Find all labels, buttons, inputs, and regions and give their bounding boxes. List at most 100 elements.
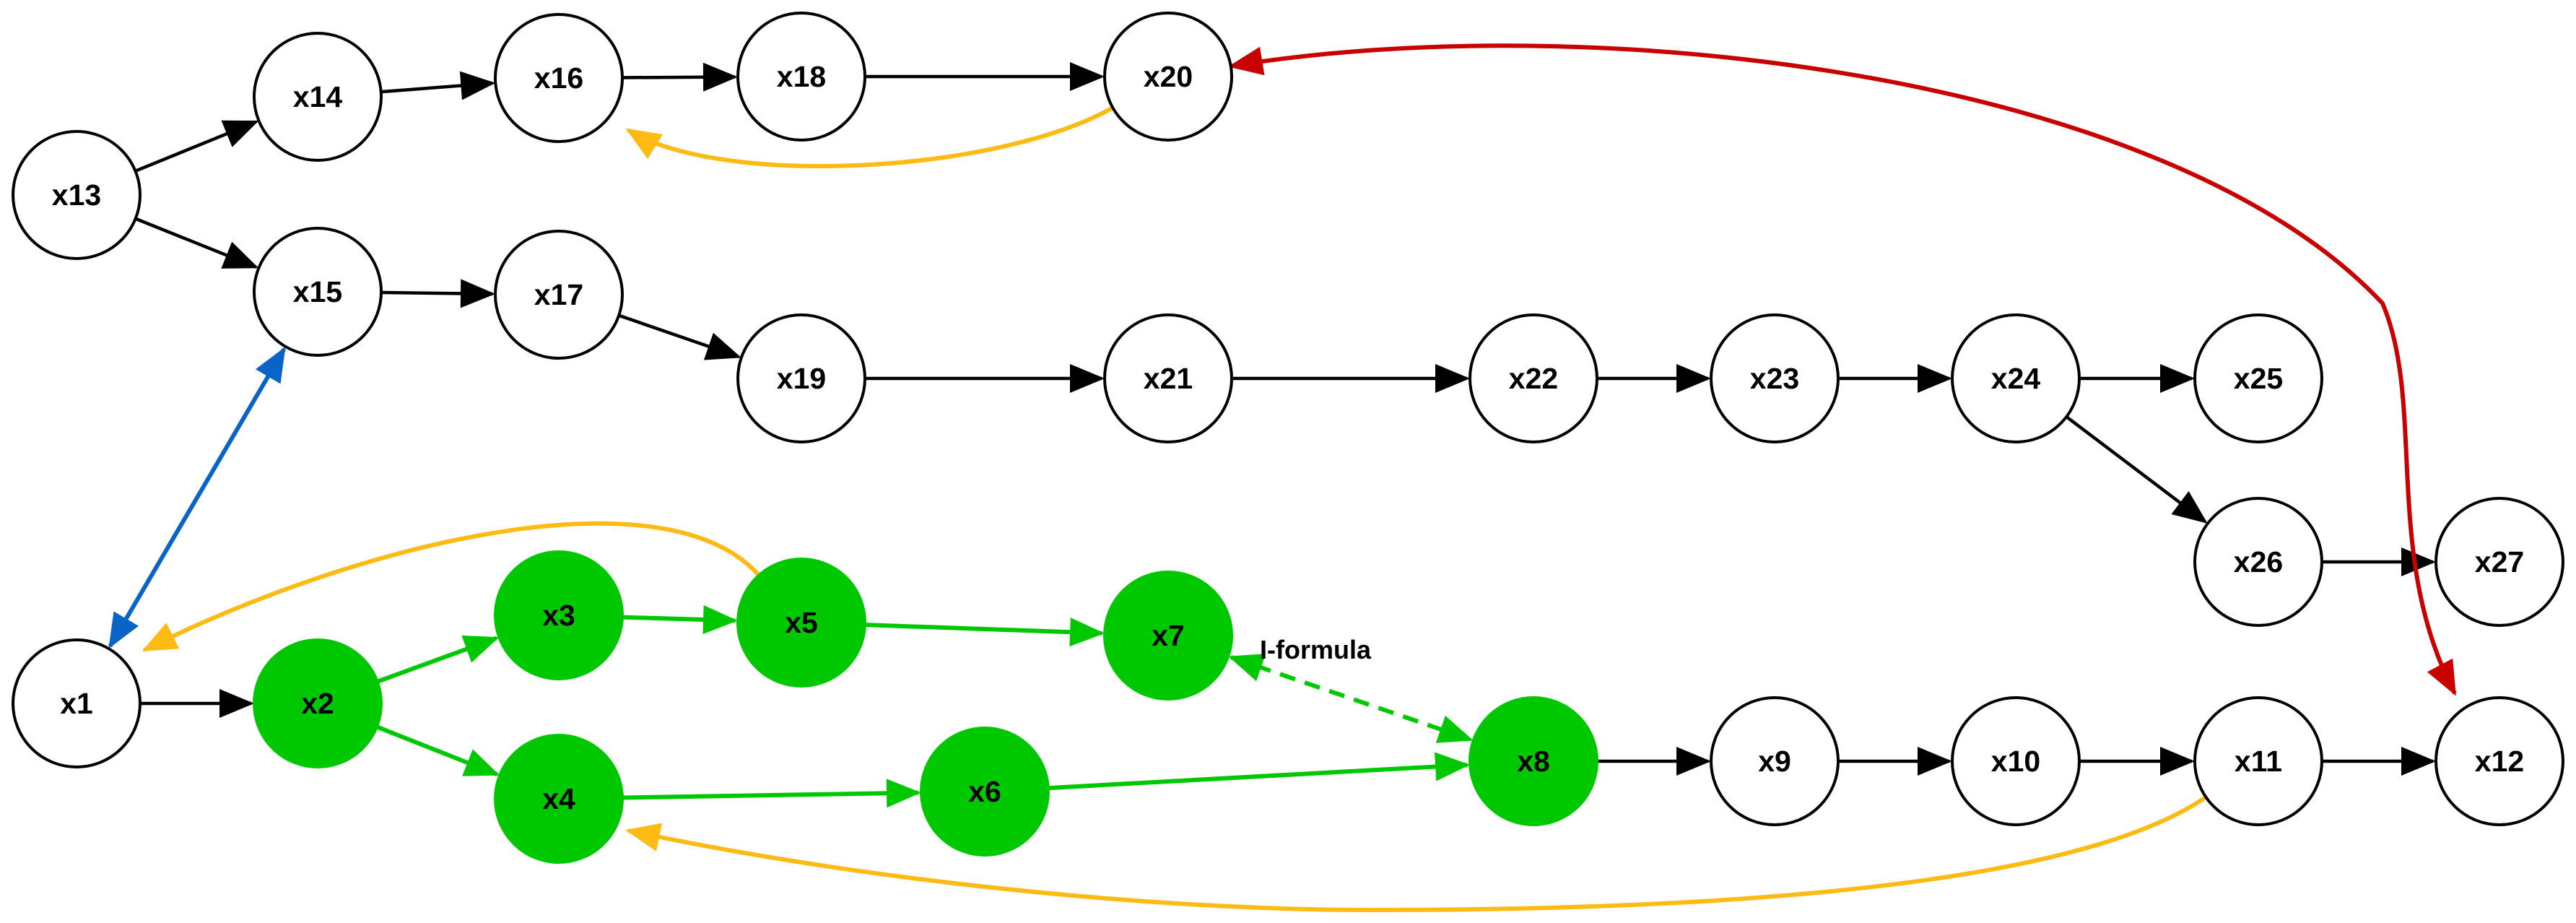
node-label: x16 <box>534 61 583 95</box>
node-label: x27 <box>2475 545 2524 578</box>
node-circle <box>2434 497 2564 627</box>
node-label: x6 <box>968 775 1001 808</box>
node-circle <box>2434 696 2564 826</box>
node-x2: x2 <box>253 638 383 768</box>
node-circle <box>253 32 383 162</box>
node-x16: x16 <box>494 13 624 143</box>
node-circle <box>12 130 142 260</box>
node-label: x25 <box>2234 362 2283 395</box>
node-circle <box>1951 313 2081 443</box>
edge-label-layer: I-formula <box>1260 635 1372 664</box>
node-x8: x8 <box>1468 696 1598 826</box>
edge-x11-x4 <box>625 795 2208 913</box>
node-x21: x21 <box>1103 313 1233 443</box>
edge-x17-x19 <box>618 313 741 360</box>
node-label: x22 <box>1509 362 1558 395</box>
edge-x13-x15 <box>134 217 259 269</box>
node-circle <box>1468 696 1598 826</box>
node-circle <box>2193 313 2323 443</box>
node-label: x18 <box>777 60 826 93</box>
node-label: x13 <box>52 178 101 212</box>
node-label: x19 <box>777 362 826 395</box>
edge-x4-x6 <box>622 779 922 808</box>
edge-x3-x5 <box>622 604 739 634</box>
edge-x2-x3 <box>376 635 500 684</box>
node-circle <box>1103 12 1233 142</box>
node-x20: x20 <box>1103 12 1233 142</box>
node-circle <box>253 638 383 768</box>
edge-x2-x4 <box>375 724 500 776</box>
node-label: x7 <box>1152 619 1185 652</box>
node-circle <box>1951 696 2081 826</box>
node-circle <box>736 12 866 142</box>
node-circle <box>1710 313 1840 443</box>
node-circle <box>494 550 624 680</box>
edge-label-x7-x8: I-formula <box>1260 635 1372 664</box>
node-x25: x25 <box>2193 313 2323 443</box>
edge-x16-x18 <box>622 62 738 92</box>
node-x15: x15 <box>253 227 383 357</box>
node-circle <box>1103 571 1233 701</box>
node-circle <box>1103 313 1233 443</box>
node-x7: x7 <box>1103 571 1233 701</box>
node-label: x26 <box>2234 545 2283 578</box>
edge-x13-x14 <box>134 120 259 173</box>
node-label: x11 <box>2235 745 2282 778</box>
node-x27: x27 <box>2434 497 2564 627</box>
node-x26: x26 <box>2193 497 2323 627</box>
node-label: x20 <box>1144 60 1193 93</box>
node-label: x1 <box>60 687 93 720</box>
node-label: x14 <box>293 80 343 113</box>
node-x3: x3 <box>494 550 624 680</box>
edge-x20-x12 <box>1227 43 2457 696</box>
node-circle <box>920 727 1050 857</box>
node-x18: x18 <box>736 12 866 142</box>
edge-x5-x7 <box>864 618 1105 647</box>
node-label: x23 <box>1750 362 1799 395</box>
node-x17: x17 <box>494 230 624 360</box>
node-circle <box>1710 696 1840 826</box>
node-layer: x1 x2 x3 x4 x5 x6 x7 x8 x9 x10 x11 x12 x13 x14 x15 x16 x… <box>12 12 2564 864</box>
node-x12: x12 <box>2434 696 2564 826</box>
node-label: x5 <box>785 606 818 639</box>
node-label: x15 <box>293 275 342 308</box>
edge-x15-x17 <box>380 279 496 308</box>
node-x14: x14 <box>253 32 383 162</box>
edge-x5-x1 <box>142 521 761 652</box>
node-x22: x22 <box>1468 313 1598 443</box>
edge-x6-x8 <box>1048 752 1471 791</box>
edge-x7-x8 <box>1228 654 1474 743</box>
node-circle <box>494 230 624 360</box>
node-circle <box>494 13 624 143</box>
node-x24: x24 <box>1951 313 2081 443</box>
edge-x1-x15 <box>108 346 287 649</box>
node-label: x24 <box>1991 362 2041 395</box>
node-label: x21 <box>1144 362 1193 395</box>
node-label: x17 <box>534 278 583 311</box>
node-x11: x11 <box>2193 696 2323 826</box>
node-x10: x10 <box>1951 696 2081 826</box>
node-x4: x4 <box>494 734 624 864</box>
node-x1: x1 <box>12 638 142 768</box>
edge-layer <box>108 43 2457 913</box>
node-circle <box>2193 696 2323 826</box>
node-label: x2 <box>301 687 334 720</box>
node-x6: x6 <box>920 727 1050 857</box>
node-label: x4 <box>542 782 575 815</box>
edge-x24-x26 <box>2065 415 2208 524</box>
node-circle <box>2193 497 2323 627</box>
node-circle <box>736 558 866 688</box>
node-x23: x23 <box>1710 313 1840 443</box>
node-label: x12 <box>2475 745 2524 778</box>
node-label: x10 <box>1991 745 2040 778</box>
edge-x20-x16 <box>625 105 1114 168</box>
node-x5: x5 <box>736 558 866 688</box>
node-circle <box>12 638 142 768</box>
node-circle <box>494 734 624 864</box>
node-label: x3 <box>542 599 575 632</box>
node-label: x8 <box>1517 745 1550 778</box>
node-label: x9 <box>1758 745 1791 778</box>
node-x9: x9 <box>1710 696 1840 826</box>
node-x13: x13 <box>12 130 142 260</box>
